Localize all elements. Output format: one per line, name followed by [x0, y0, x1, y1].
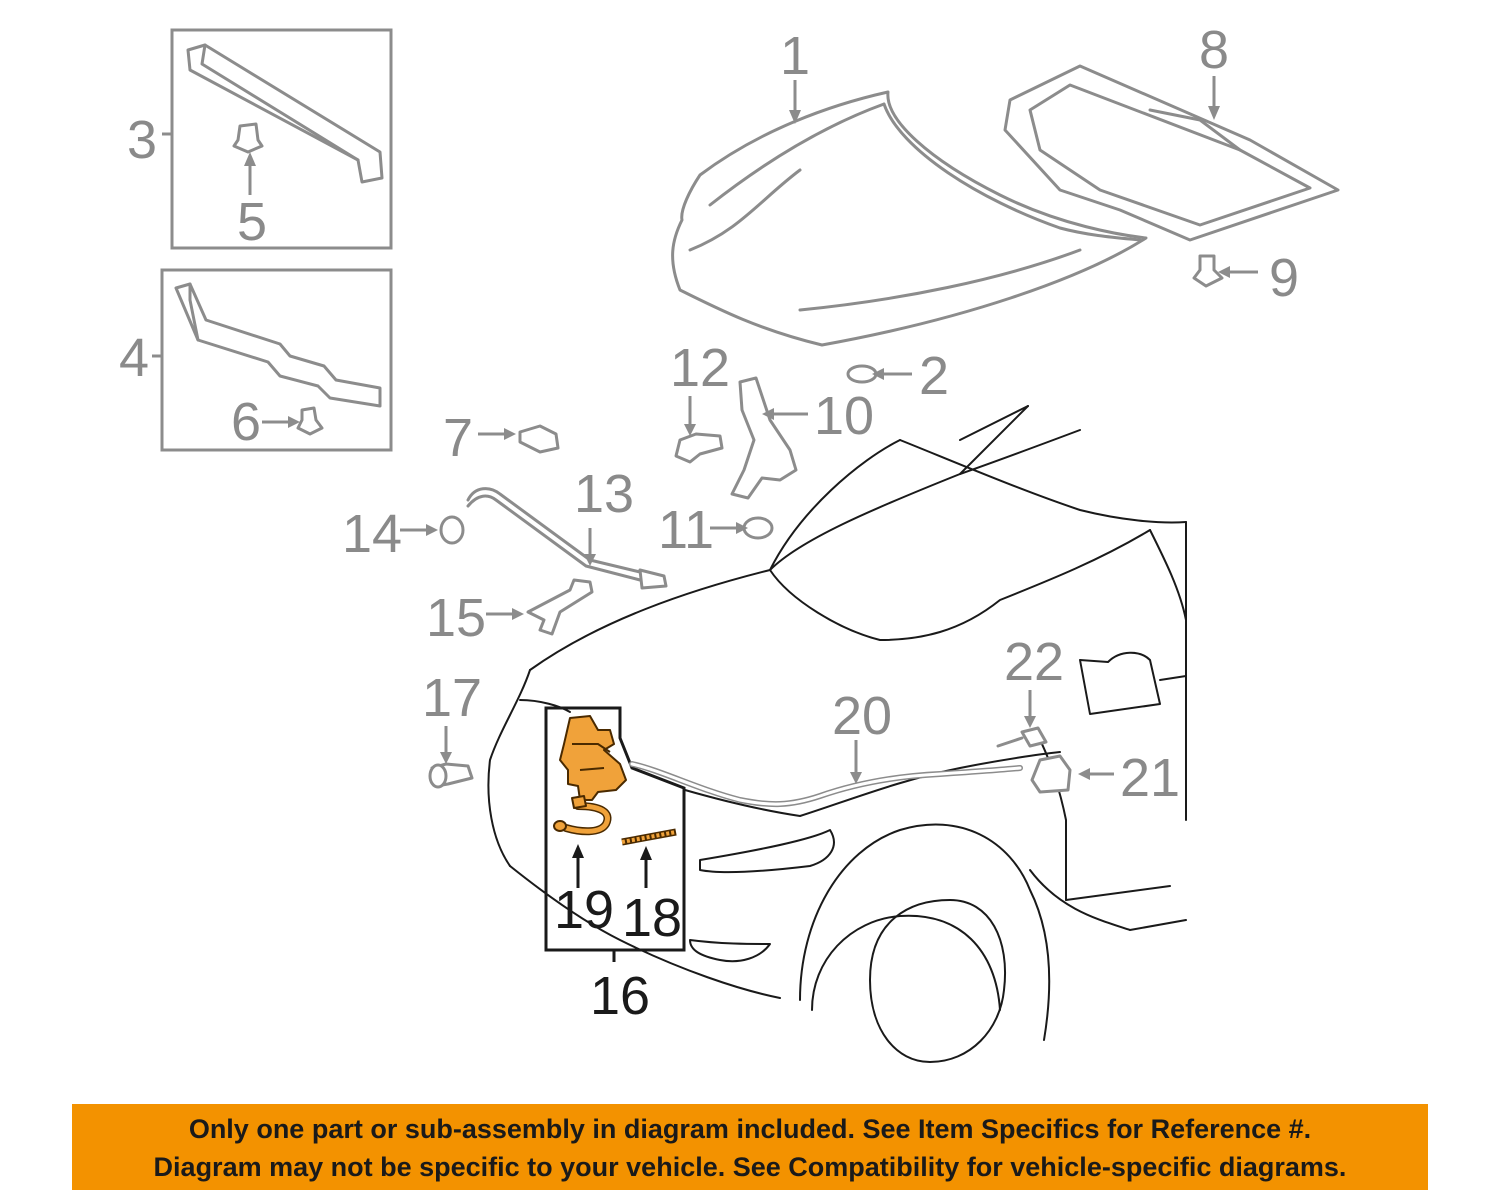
part-13-support-rod [466, 487, 668, 590]
disclaimer-line-1: Only one part or sub-assembly in diagram… [188, 1114, 1312, 1144]
part-4-hood-seal [174, 282, 382, 408]
part-7-clip [518, 424, 560, 454]
callout-13: 13 [574, 464, 634, 524]
callout-14: 14 [342, 504, 402, 564]
part-22-cable-end [996, 726, 1048, 748]
part-5-clip [232, 122, 264, 154]
callout-1: 1 [780, 26, 810, 86]
inset-box-16 [544, 706, 686, 952]
arrowhead-22 [1024, 716, 1036, 728]
arrowhead-10 [762, 408, 774, 420]
callout-8: 8 [1199, 20, 1229, 80]
part-3-hood-seal [186, 43, 384, 184]
callout-22: 22 [1004, 632, 1064, 692]
arrowhead-21 [1078, 768, 1090, 780]
arrowhead-15 [512, 608, 524, 620]
arrowhead-20 [850, 772, 862, 784]
callout-16: 16 [590, 966, 650, 1026]
inset-box-4 [160, 268, 393, 452]
part-20-release-cable [629, 761, 1023, 808]
part-12-bolt [674, 432, 724, 464]
callout-12: 12 [670, 338, 730, 398]
callout-2: 2 [919, 346, 949, 406]
part-19-lock-cable [553, 795, 612, 836]
callout-19: 19 [554, 880, 614, 940]
callout-4: 4 [119, 328, 149, 388]
disclaimer-line-2: Diagram may not be specific to your vehi… [153, 1152, 1347, 1182]
part-1-hood [671, 90, 1148, 347]
arrowhead-19 [572, 844, 584, 858]
vehicle-outline [487, 405, 1187, 1063]
part-18-spring [621, 828, 677, 846]
part-6-clip [296, 406, 324, 436]
arrowhead-8 [1208, 106, 1220, 120]
callout-7: 7 [443, 408, 473, 468]
callout-21: 21 [1120, 748, 1180, 808]
callout-10: 10 [814, 386, 874, 446]
part-2-cushion [846, 364, 878, 384]
arrowhead-17 [440, 752, 452, 764]
callout-3: 3 [127, 110, 157, 170]
callout-17: 17 [422, 668, 482, 728]
arrowhead-14 [426, 524, 438, 536]
arrowhead-18 [640, 846, 652, 860]
callout-18: 18 [622, 888, 682, 948]
part-14-grommet [439, 515, 465, 545]
arrowhead-12 [684, 424, 696, 436]
arrowhead-2 [872, 368, 884, 380]
callout-11: 11 [658, 500, 714, 560]
arrowhead-1 [789, 110, 801, 124]
arrowhead-6 [288, 416, 300, 428]
part-16-hood-lock [559, 715, 627, 801]
arrowhead-9 [1218, 266, 1230, 278]
part-21-release-lever [1030, 754, 1072, 794]
callout-6: 6 [231, 392, 261, 452]
arrowhead-13 [584, 554, 596, 566]
disclaimer-banner: Only one part or sub-assembly in diagram… [72, 1104, 1428, 1190]
part-8-insulator [1003, 64, 1340, 242]
callout-15: 15 [426, 588, 486, 648]
callout-9: 9 [1269, 248, 1299, 308]
part-11-cushion [742, 516, 774, 540]
inset-box-3 [170, 28, 393, 250]
arrowhead-7 [504, 428, 516, 440]
part-9-clip [1192, 254, 1224, 288]
arrowhead-11 [736, 522, 748, 534]
part-17-bolt [428, 762, 474, 789]
part-15-holder [526, 578, 594, 636]
callout-5: 5 [237, 192, 267, 252]
callout-20: 20 [832, 686, 892, 746]
part-10-hinge [730, 376, 798, 500]
arrowhead-5 [244, 152, 256, 166]
